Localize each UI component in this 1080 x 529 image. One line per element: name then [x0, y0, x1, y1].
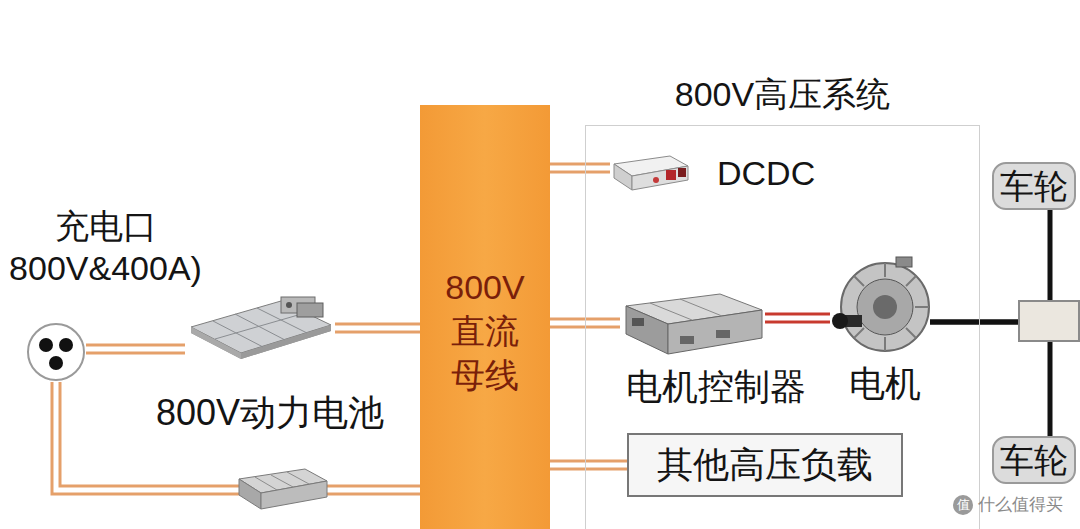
- cable-gap: [86, 347, 185, 352]
- watermark-text: 什么值得买: [978, 495, 1063, 515]
- cable-outer: [86, 344, 185, 355]
- watermark-icon: 值: [953, 495, 973, 515]
- hv-cable: [765, 318, 830, 319]
- node-label: 800V动力电池: [156, 391, 384, 435]
- dcdc-node: DCDC: [605, 145, 860, 203]
- cable-gap: [550, 166, 610, 171]
- node-label: 充电口 800V&400A): [3, 205, 208, 289]
- cable-outer: [765, 313, 830, 324]
- load-box: 其他高压负载: [627, 433, 903, 497]
- hv-cable: [335, 328, 420, 329]
- node-label: 800V 直流 母线: [435, 265, 535, 397]
- node-label: 800V高压系统: [675, 72, 890, 116]
- motor-node: 电机: [825, 250, 945, 410]
- hv-cable: [550, 465, 627, 466]
- node-label: 车轮: [1000, 438, 1068, 482]
- cable-outer: [56, 382, 420, 490]
- hv-cable: [86, 349, 185, 350]
- motor-illustration: [830, 255, 930, 360]
- charge-port-symbol: [26, 322, 86, 382]
- differential-box: [1018, 300, 1080, 342]
- cable-outer: [550, 163, 610, 174]
- node-label: 其他高压负载: [657, 435, 873, 495]
- node-label: DCDC: [717, 149, 815, 197]
- cable-gap: [765, 316, 830, 321]
- node-label: 电机: [849, 362, 921, 406]
- wheel-box: 车轮: [992, 162, 1076, 210]
- cable-gap: [335, 326, 420, 331]
- hv-cable: [550, 168, 610, 169]
- charger-module-illustration: [235, 463, 330, 513]
- motor-controller-illustration: [620, 288, 765, 360]
- controller-node: 电机控制器: [613, 285, 818, 410]
- cable-gap: [56, 382, 420, 490]
- system-region: 800V高压系统DCDC电机控制器电机其他高压负载: [585, 125, 980, 529]
- dc-bus-bar: 800V 直流 母线: [420, 105, 550, 529]
- cable-gap: [550, 463, 627, 468]
- cable-outer: [550, 460, 627, 471]
- cable-outer: [335, 323, 420, 334]
- battery-pack-illustration: [185, 293, 335, 365]
- battery-node: 800V动力电池: [135, 288, 405, 438]
- node-label: 电机控制器: [626, 365, 806, 409]
- hv-cable: [56, 382, 420, 490]
- dcdc-illustration: [610, 150, 690, 195]
- charge-port: 充电口 800V&400A): [3, 205, 208, 385]
- wheel-box: 车轮: [992, 436, 1076, 484]
- node-label: 车轮: [1000, 164, 1068, 208]
